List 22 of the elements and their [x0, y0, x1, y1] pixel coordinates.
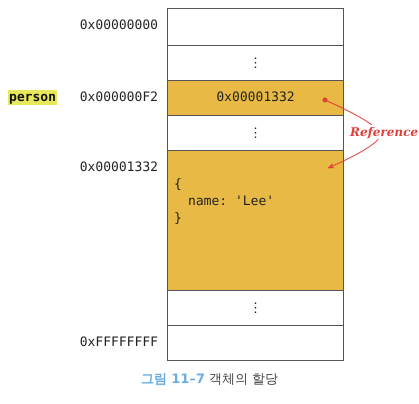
code-line: name: 'Lee'	[188, 194, 274, 209]
edge-label: Reference	[350, 125, 418, 139]
memory-cell	[167, 45, 344, 81]
memory-address: 0x000000F2	[80, 90, 158, 105]
figure-caption: 그림 11–7 객체의 할당	[140, 371, 280, 388]
reference-arrow	[322, 98, 380, 168]
ellipsis: ⋮	[248, 54, 263, 70]
code-line: }	[174, 211, 182, 226]
code-line: {	[174, 177, 182, 192]
memory-address: 0x00001332	[80, 160, 158, 175]
memory-cell	[167, 8, 344, 46]
memory-address: 0x00000000	[80, 18, 158, 33]
memory-address: 0xFFFFFFFF	[80, 335, 158, 350]
memory-cell-filled	[167, 150, 344, 291]
cell-value: 0x00001332	[215, 90, 296, 104]
memory-cell	[167, 290, 344, 326]
memory-cell-filled	[167, 80, 344, 116]
ellipsis: ⋮	[248, 124, 263, 140]
memory-cell	[167, 325, 344, 361]
memory-cell	[167, 115, 344, 151]
variable-name: person	[8, 90, 57, 105]
ellipsis: ⋮	[248, 300, 263, 316]
